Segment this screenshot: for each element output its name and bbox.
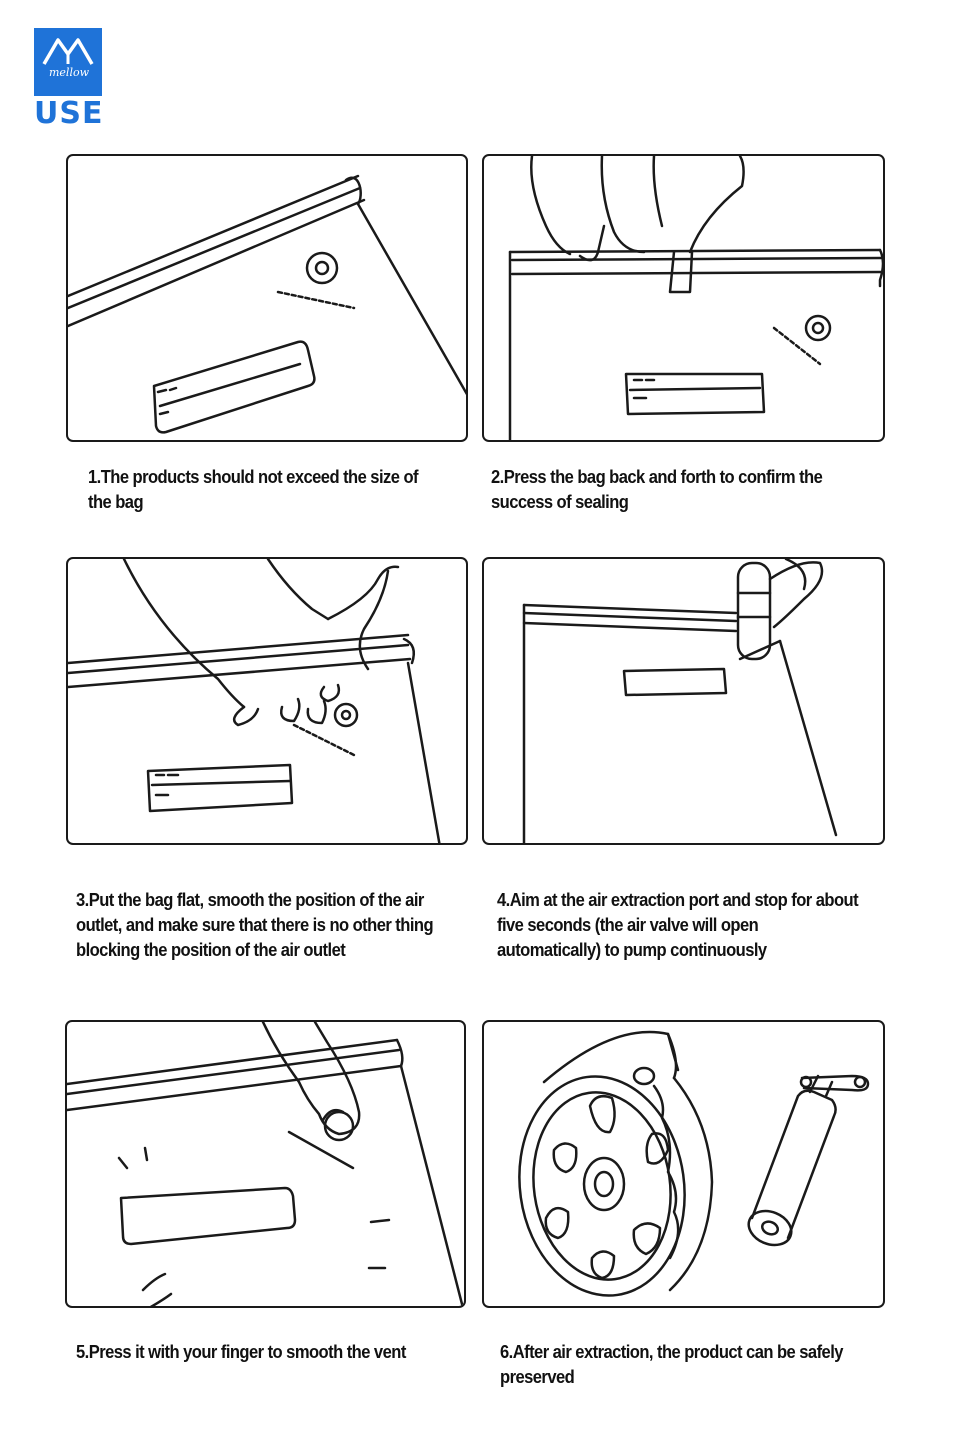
bag-with-zipper-icon (68, 174, 466, 434)
step-4-illustration (482, 557, 885, 845)
step-6-caption: 6.After air extraction, the product can … (500, 1342, 843, 1387)
hands-pressing-zipper-icon (508, 156, 883, 440)
step-1-illustration (66, 154, 468, 442)
brand-logo: mellow (34, 28, 102, 96)
step-2-illustration (482, 154, 885, 442)
finger-pressing-vent-icon (67, 1022, 464, 1306)
hand-pump-on-valve-icon (522, 559, 838, 843)
step-3-caption: 3.Put the bag flat, smooth the position … (76, 890, 434, 960)
step-5-illustration (65, 1020, 466, 1308)
sealed-spool-and-pump-icon (518, 1030, 870, 1297)
step-2-caption: 2.Press the bag back and forth to confir… (491, 467, 823, 512)
step-5-caption: 5.Press it with your finger to smooth th… (76, 1342, 406, 1362)
brand-name: mellow (48, 66, 89, 79)
step-4-caption: 4.Aim at the air extraction port and sto… (497, 890, 859, 960)
mountain-logo-icon (42, 38, 94, 65)
hand-smoothing-valve-icon (68, 559, 441, 843)
page-title: USE (34, 96, 104, 131)
step-6-illustration (482, 1020, 885, 1308)
step-1-caption: 1.The products should not exceed the siz… (88, 467, 419, 512)
step-3-illustration (66, 557, 468, 845)
